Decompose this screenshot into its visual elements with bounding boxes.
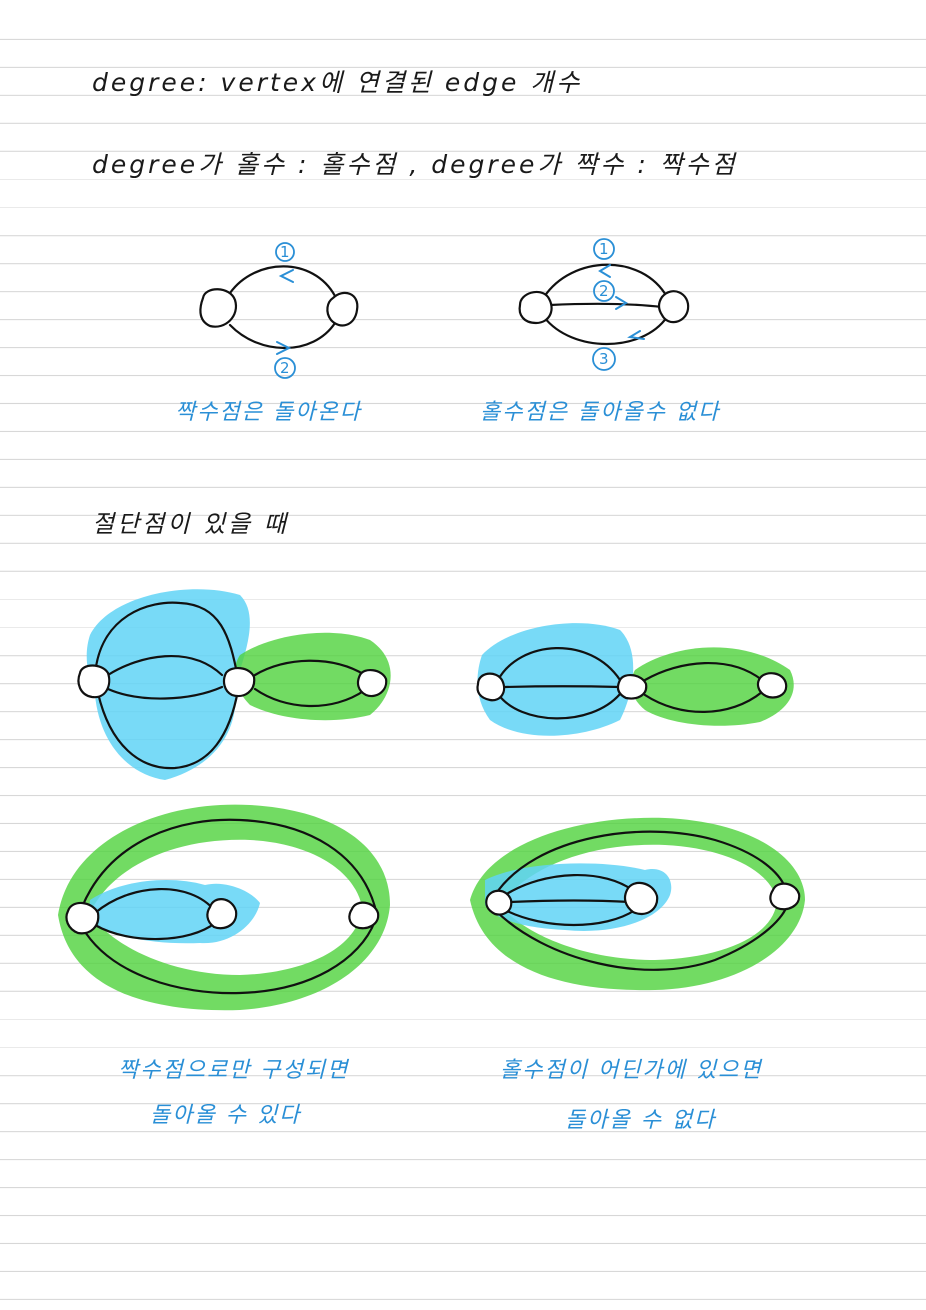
arrow-1 [598, 264, 611, 278]
edge-number-circle-3 [592, 347, 616, 371]
left-vertex [476, 672, 506, 702]
edge-number-3: 3 [599, 350, 609, 368]
right-vertex [756, 672, 788, 699]
inner-cycle-highlight [485, 863, 672, 931]
edge-number-2: 2 [280, 359, 290, 377]
left-middle-edge [503, 685, 622, 689]
arrow-2 [276, 341, 292, 355]
inner-upper-edge [106, 655, 224, 677]
outer-upper-edge [80, 818, 377, 909]
middle-edge [548, 302, 664, 309]
inner-lower-edge [106, 685, 224, 700]
edge-number-circle-1 [593, 238, 615, 260]
left-lower-edge [496, 692, 622, 720]
outer-lower-edge [96, 688, 240, 770]
caption-odd-exists-line1: 홀수점이 어딘가에 있으면 [500, 1058, 763, 1083]
right-upper-edge [643, 662, 764, 682]
caption-even-returns: 짝수점은 돌아온다 [175, 400, 362, 425]
definition-line: degree: vertex에 연결된 edge 개수 [92, 68, 583, 97]
cut-vertex-heading: 절단점이 있을 때 [92, 510, 289, 538]
inner-lower-edge [93, 921, 217, 941]
inner-lower-edge [503, 908, 637, 927]
edge-number-2: 2 [599, 282, 609, 300]
right-upper-edge [253, 659, 367, 677]
outer-lower-edge [493, 903, 789, 971]
right-lower-edge [643, 690, 764, 713]
right-vertex [326, 291, 359, 327]
left-vertex [199, 288, 238, 328]
arrow-2 [615, 296, 628, 310]
left-component-highlight [86, 589, 250, 780]
right-lower-edge [253, 687, 367, 708]
caption-odd-cannot-return: 홀수점은 돌아올수 없다 [480, 400, 721, 425]
shared-vertex [485, 889, 513, 916]
outer-upper-edge [93, 601, 240, 681]
caption-odd-exists-line2: 돌아올 수 없다 [565, 1108, 717, 1133]
bottom-edge [542, 315, 669, 345]
cut-vertex [222, 667, 256, 698]
right-component-highlight [631, 647, 794, 726]
odd-degree-diagram: 1 2 3 [518, 238, 690, 371]
outer-lower-edge [80, 919, 377, 995]
lower-edge [228, 321, 337, 350]
caption-even-only-line1: 짝수점으로만 구성되면 [118, 1058, 350, 1083]
edge-number-circle-1 [275, 242, 295, 262]
top-edge [542, 263, 669, 299]
cut-vertex [616, 674, 648, 700]
left-upper-edge [496, 647, 622, 682]
cut-vertex-odd-diagram [476, 623, 794, 736]
edge-number-circle-2 [274, 357, 296, 379]
inner-middle-edge [508, 899, 632, 904]
outer-cycle-highlight [58, 804, 390, 1011]
edge-number-1: 1 [599, 240, 609, 258]
outer-vertex [348, 901, 380, 930]
outer-vertex [769, 882, 801, 911]
classification-line: degree가 홀수 : 홀수점 , degree가 짝수 : 짝수점 [92, 150, 738, 179]
inner-upper-edge [93, 888, 217, 915]
left-vertex [518, 290, 553, 325]
even-degree-diagram: 1 2 [199, 242, 359, 379]
nested-odd-diagram [470, 817, 805, 991]
nested-even-diagram [58, 804, 390, 1011]
right-vertex [356, 669, 388, 698]
inner-vertex [623, 881, 659, 916]
cut-vertex-even-diagram [77, 589, 391, 780]
left-vertex [77, 664, 111, 699]
outer-cycle-highlight [470, 817, 805, 991]
edge-number-circle-2 [593, 280, 615, 302]
inner-upper-edge [503, 873, 637, 897]
arrow-1 [278, 269, 294, 283]
edge-number-1: 1 [280, 243, 290, 261]
right-vertex [657, 290, 690, 324]
shared-vertex [65, 901, 100, 935]
arrow-3 [627, 330, 645, 340]
caption-even-only-line2: 돌아올 수 있다 [150, 1103, 302, 1128]
upper-edge [228, 265, 337, 298]
left-component-highlight [477, 623, 634, 736]
outer-upper-edge [493, 830, 789, 897]
inner-vertex [206, 898, 238, 930]
